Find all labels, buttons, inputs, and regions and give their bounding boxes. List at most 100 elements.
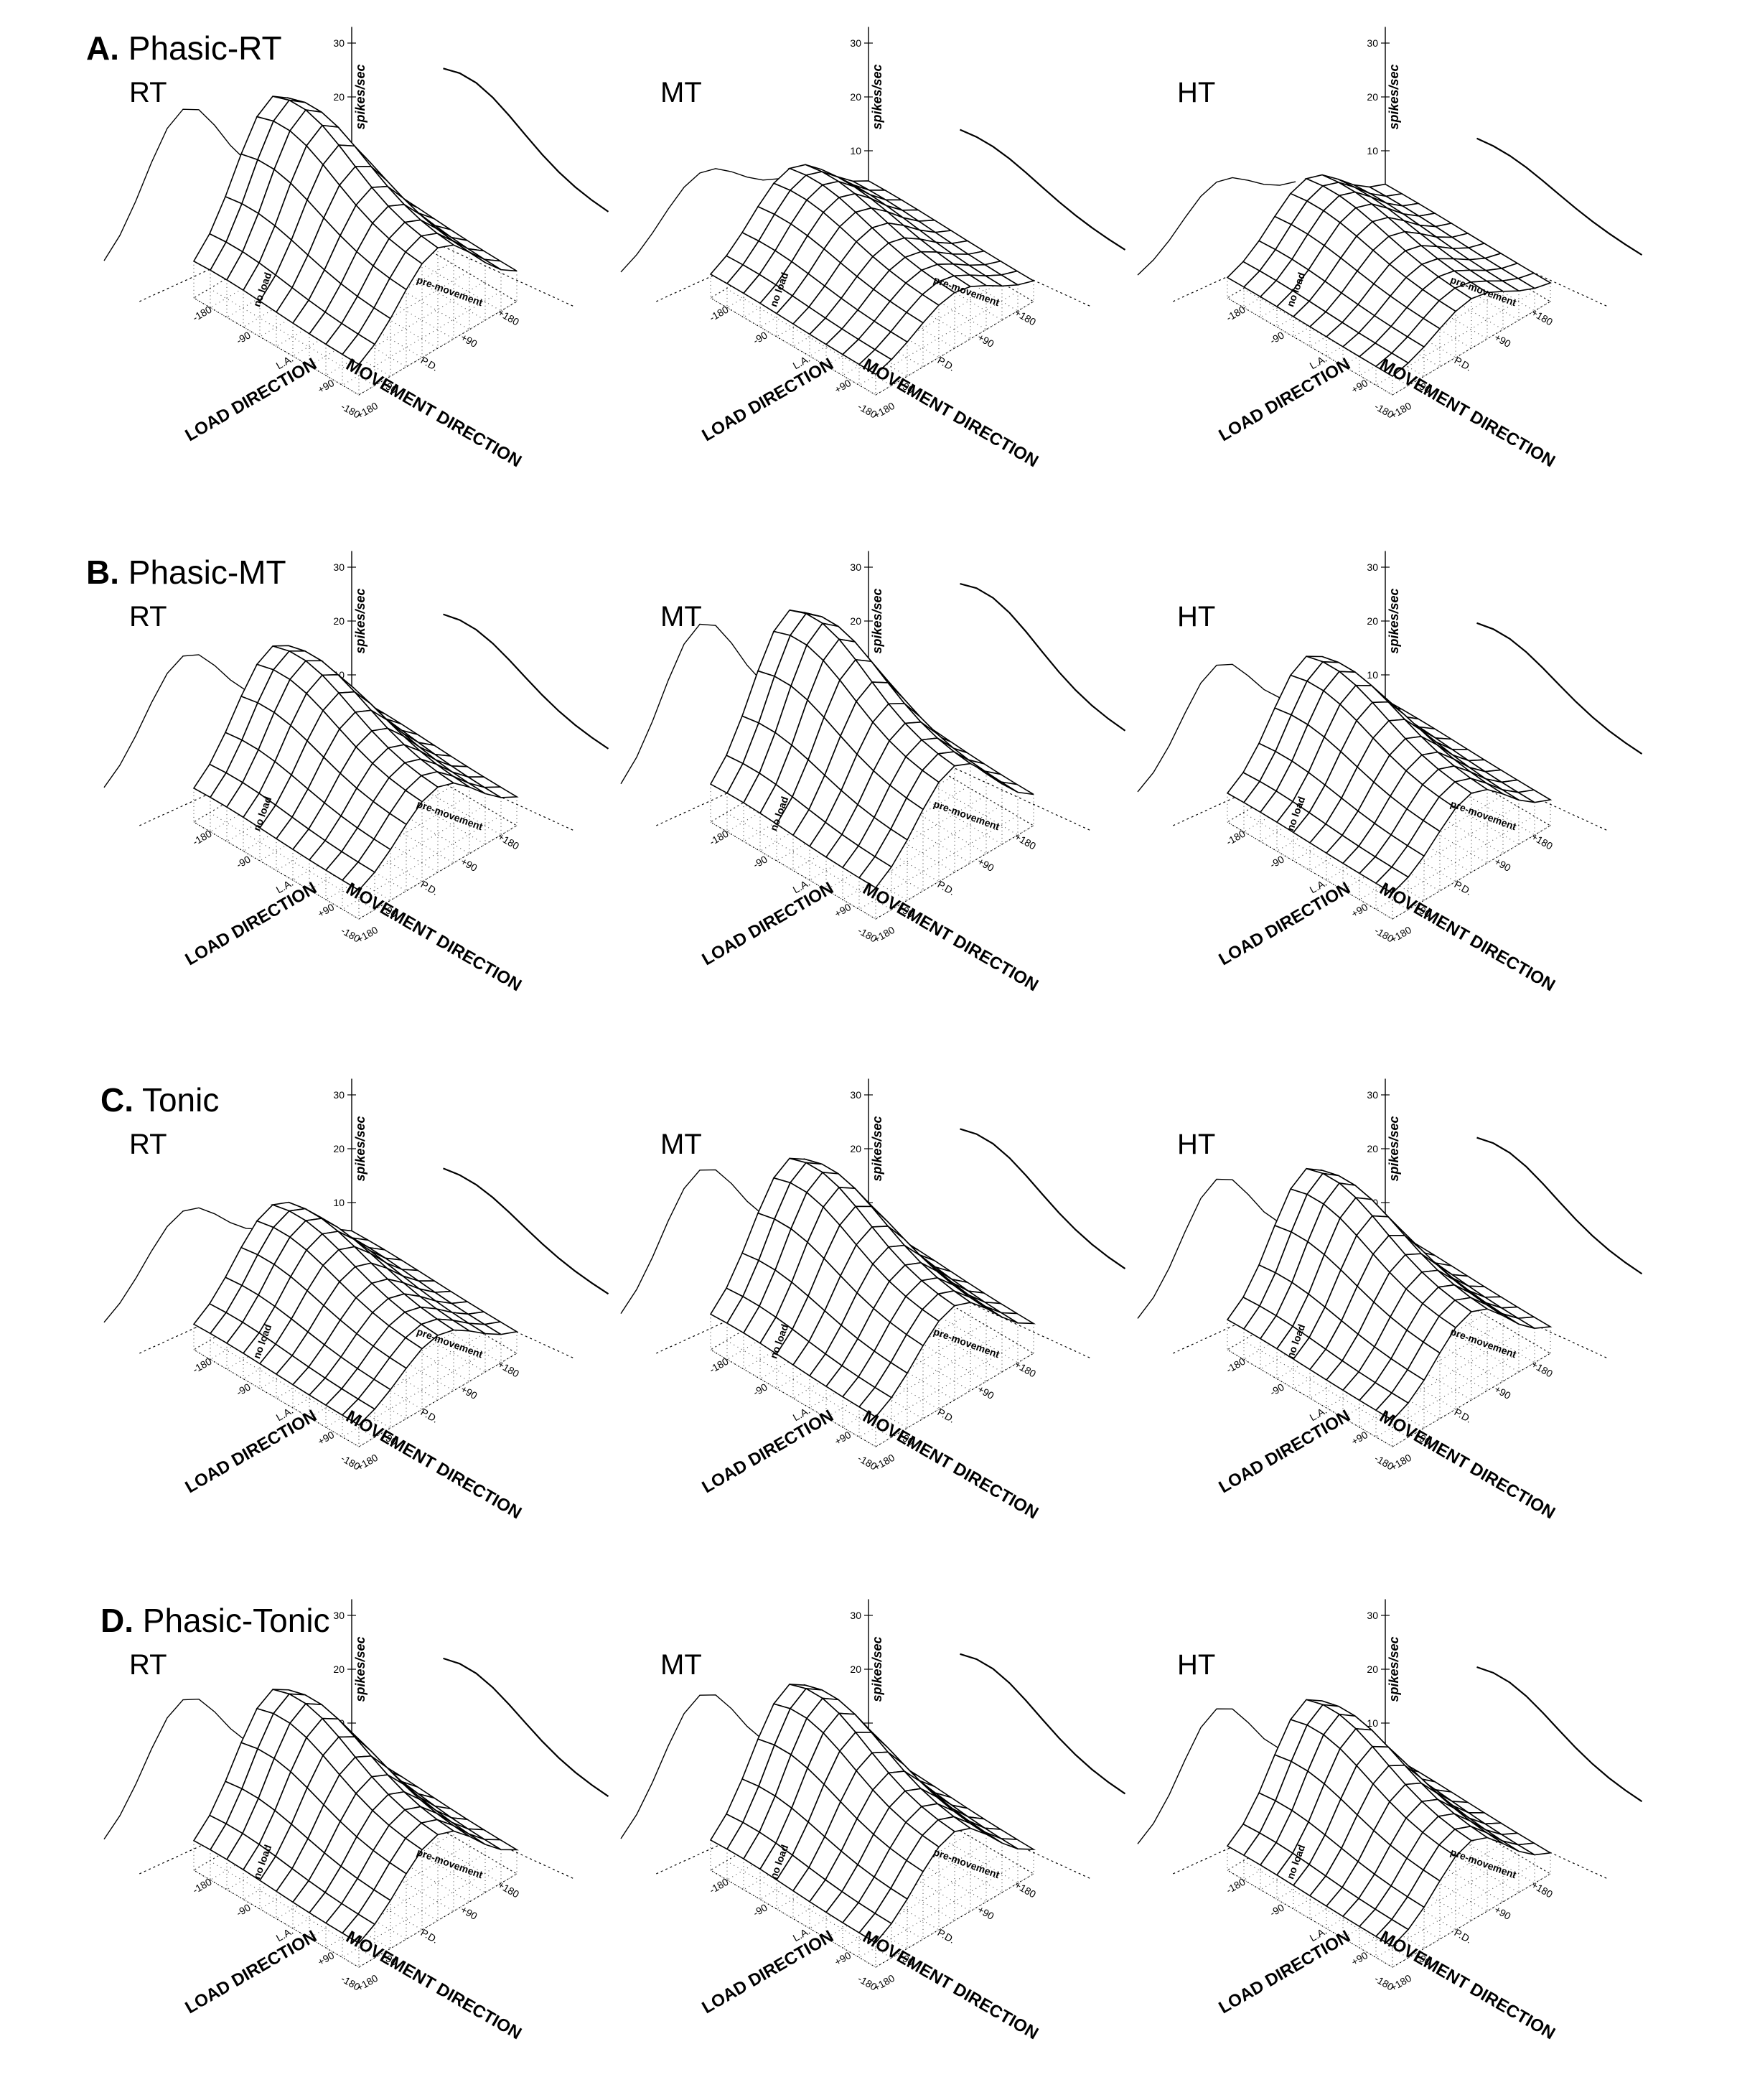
movement-tick-label: +180 — [496, 831, 521, 852]
panel-label: HT — [1177, 77, 1216, 108]
load-tick-label: -90 — [234, 1381, 253, 1398]
floor-grid-line — [342, 815, 501, 910]
z-tick-label: 10 — [333, 1197, 345, 1208]
surface-plot: 102030spikes/sec+180+90P.D.-90-180+180+9… — [1137, 1078, 1643, 1523]
movement-profile-curve — [1137, 1178, 1296, 1319]
load-tick-label: -180 — [1224, 1876, 1247, 1896]
floor-grid-line — [304, 1284, 470, 1382]
surface-mesh — [709, 1684, 1036, 1943]
load-tick-label: -90 — [751, 1901, 769, 1918]
load-profile-curve — [960, 583, 1126, 732]
floor-grid-line — [1337, 1284, 1504, 1382]
floor-grid-line — [710, 1349, 876, 1447]
z-tick-label: 30 — [333, 1089, 345, 1101]
floor-grid-line — [1321, 241, 1488, 340]
vertical-axis-label: spikes/sec — [1387, 64, 1401, 129]
floor-grid-line — [209, 288, 375, 386]
load-tick-label: +180 — [1388, 924, 1413, 946]
surface-plot: 102030spikes/sec+180+90P.D.-90-180+180+9… — [620, 1078, 1126, 1523]
load-tick-label: -90 — [751, 853, 769, 870]
floor-grid-line — [809, 786, 968, 881]
floor-grid-line — [789, 251, 955, 349]
drop-lines — [1227, 1837, 1551, 1967]
load-tick-label: -90 — [1268, 1901, 1286, 1918]
floor-grid-line — [710, 821, 876, 920]
movement-tick-label: +90 — [1492, 331, 1513, 350]
floor-grid-line — [358, 1353, 518, 1447]
surface-panel-ht: HT102030spikes/sec+180+90P.D.-90-180+180… — [1120, 1078, 1643, 1579]
load-tick-label: -180 — [1224, 828, 1247, 848]
floor-grid-line — [1321, 765, 1488, 864]
movement-profile-curve — [103, 1207, 263, 1323]
floor-grid-line — [325, 281, 484, 376]
row-name: Phasic-RT — [128, 29, 282, 67]
floor-grid-line — [858, 1343, 1018, 1438]
z-tick-label: 30 — [850, 561, 861, 573]
floor-grid-line — [726, 288, 892, 386]
z-tick-label: 20 — [333, 615, 345, 627]
movement-tick-label: +90 — [459, 1903, 479, 1922]
floor-grid-line — [842, 281, 1001, 376]
load-tick-label: -90 — [1268, 853, 1286, 870]
load-axis-label: LOAD DIRECTION — [698, 1406, 836, 1498]
load-tick-label: -180 — [707, 1355, 730, 1376]
surface-cell — [858, 1386, 893, 1418]
load-tick-label: +180 — [355, 400, 380, 421]
floor-grid-line — [773, 260, 940, 358]
floor-outline — [709, 1776, 1035, 1968]
floor-grid-line — [358, 825, 518, 920]
pre-movement-label: pre-movement — [1449, 1846, 1518, 1880]
panel-label: MT — [660, 601, 702, 633]
z-tick-label: 30 — [1367, 37, 1378, 49]
z-tick-label: 20 — [1367, 1663, 1378, 1675]
floor-grid-line — [1385, 728, 1551, 826]
drop-lines — [1227, 789, 1551, 919]
panel-label: HT — [1177, 1649, 1216, 1681]
z-tick-label: 30 — [1367, 1089, 1378, 1101]
load-tick-label: -180 — [707, 304, 730, 324]
floor-grid-line — [1290, 1832, 1456, 1931]
floor-grid-line — [1274, 793, 1441, 892]
floor-grid-line — [1359, 1333, 1518, 1428]
load-axis-label: LOAD DIRECTION — [182, 879, 319, 970]
floor-outline — [1226, 1776, 1552, 1968]
z-tick-label: 20 — [1367, 1143, 1378, 1154]
floor-grid-line — [773, 1832, 940, 1931]
floor-grid-line — [1342, 1844, 1502, 1939]
floor-outline — [192, 204, 518, 396]
floor-grid-line — [1337, 1804, 1504, 1903]
pre-movement-label: pre-movement — [932, 1846, 1001, 1880]
panel-label: RT — [129, 1649, 167, 1681]
floor-grid-line — [773, 1312, 940, 1410]
movement-profile-curve — [1137, 1708, 1296, 1844]
floor-grid-line — [868, 1776, 1034, 1875]
pre-movement-label: pre-movement — [416, 1846, 484, 1880]
floor-grid-line — [292, 262, 451, 357]
drop-lines — [193, 245, 518, 395]
floor-grid-line — [858, 1863, 1018, 1959]
surface-mesh — [192, 1201, 519, 1426]
vertical-axis-label: spikes/sec — [1387, 1636, 1401, 1702]
vertical-axis-label: spikes/sec — [870, 1636, 884, 1702]
floor-grid-line — [809, 1314, 968, 1409]
floor-grid-line — [710, 1870, 876, 1968]
pre-movement-label: pre-movement — [1449, 1325, 1518, 1360]
floor-grid-line — [292, 1834, 451, 1929]
floor-grid-line — [256, 784, 423, 882]
floor-grid-line — [710, 297, 876, 396]
floor-grid-line — [836, 747, 1003, 845]
load-axis-label: LOAD DIRECTION — [698, 1927, 836, 2018]
movement-tick-label: +90 — [1492, 1903, 1513, 1922]
row-name: Phasic-MT — [128, 554, 286, 591]
floor-grid-line — [1242, 1340, 1409, 1438]
floor-grid-line — [836, 1795, 1003, 1893]
drop-lines — [1227, 277, 1551, 395]
row-name: Tonic — [141, 1081, 220, 1119]
surface-cell — [341, 861, 376, 891]
load-tick-label: +180 — [1388, 400, 1413, 421]
movement-tick-label: +180 — [496, 307, 521, 328]
load-profile-curve — [1476, 1137, 1643, 1275]
